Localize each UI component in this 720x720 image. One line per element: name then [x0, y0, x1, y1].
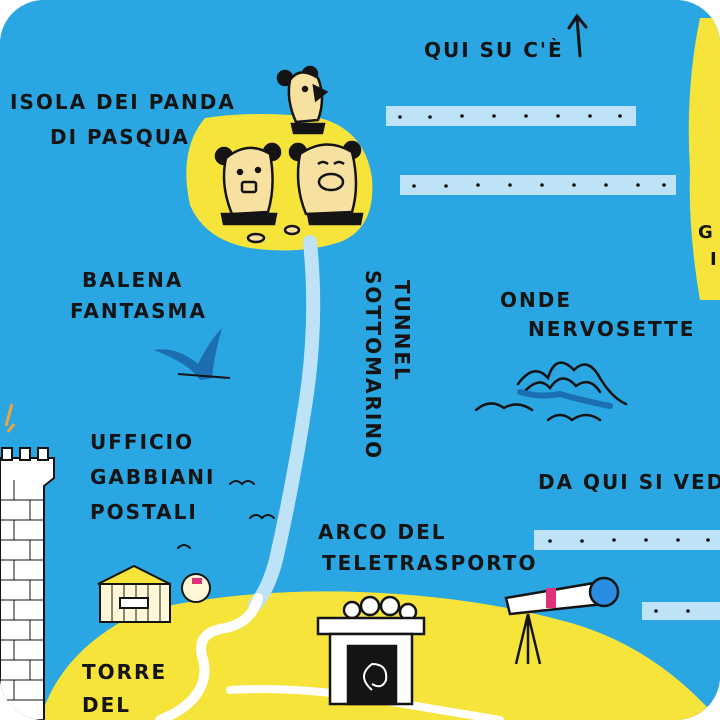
label-balena-fantasma: BALENA FANTASMA	[70, 268, 207, 323]
label-ufficio-gabbiani-postali: UFFICIO GABBIANI POSTALI	[90, 430, 216, 524]
dotted-line-icon	[386, 106, 720, 620]
whale-tail-icon	[154, 328, 231, 380]
label-qui-su: QUI SU C'È	[424, 38, 564, 62]
arrow-up-icon	[567, 13, 588, 58]
label-tunnel-sottomarino: TUNNEL SOTTOMARINO	[361, 270, 414, 461]
label-arco-del-teletrasporto: ARCO DEL TELETRASPORTO	[318, 520, 538, 575]
seagull-icon	[177, 480, 275, 549]
post-office-hut-icon	[97, 564, 211, 623]
label-isola-dei-panda: ISOLA DEI PANDA DI PASQUA	[10, 90, 236, 149]
telescope-icon	[504, 576, 620, 665]
panda-statue-icon	[214, 65, 364, 244]
waves-icon	[474, 361, 628, 422]
road-path	[155, 593, 263, 720]
label-da-qui-si-vede: DA QUI SI VEDE	[538, 470, 720, 494]
teleport-arch-icon	[316, 595, 426, 706]
tunnel-path	[248, 235, 321, 612]
castle-tower-icon	[0, 403, 55, 720]
label-torre-del: TORRE DEL	[82, 660, 168, 717]
label-onde-nervosette: ONDE NERVOSETTE	[500, 288, 696, 341]
label-edge-fragment: G I	[698, 222, 719, 270]
land-right-edge	[688, 18, 720, 300]
